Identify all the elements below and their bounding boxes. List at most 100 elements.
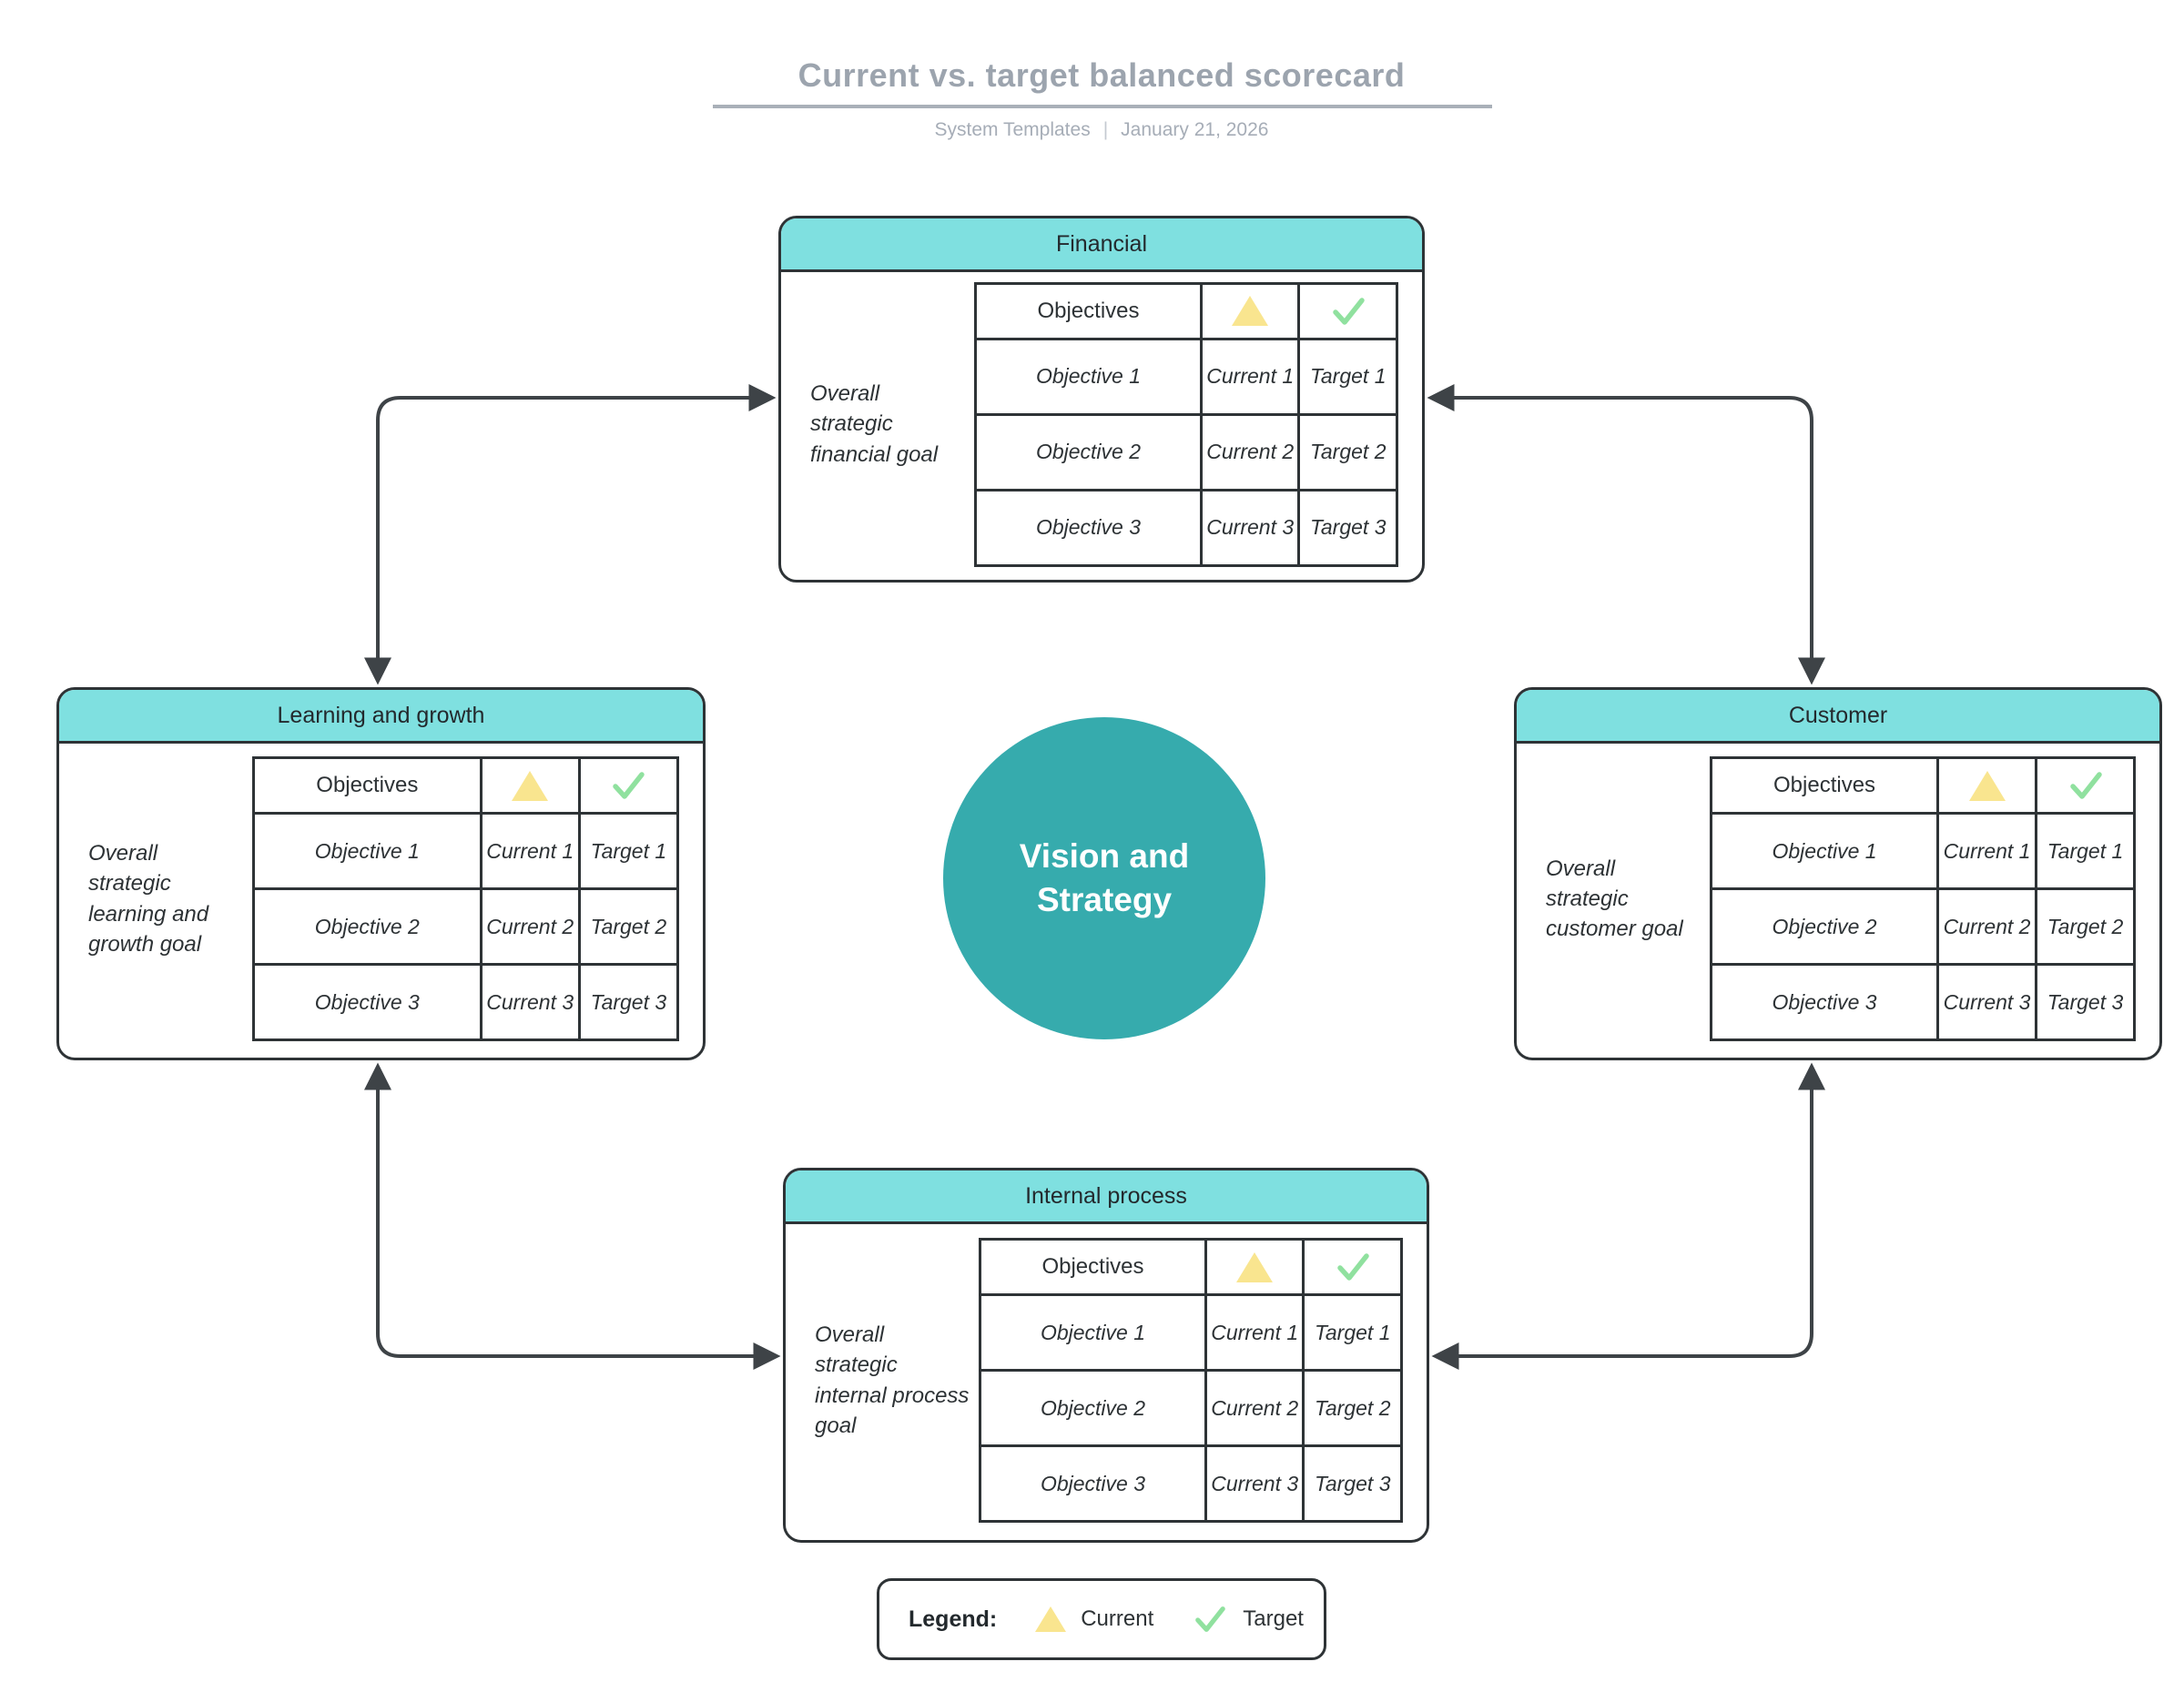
connector-customer-internal <box>1431 1062 1825 1370</box>
triangle-current-icon <box>1232 296 1269 326</box>
objective-cell: Objective 3 <box>252 963 483 1041</box>
current-cell: Current 3 <box>1199 488 1301 567</box>
panel-customer-title: Customer <box>1788 702 1888 728</box>
panel-customer-body: Overall strategic customer goal Objectiv… <box>1517 744 2159 1058</box>
objective-cell: Objective 2 <box>974 412 1203 491</box>
panel-internal-process: Internal process Overall strategic inter… <box>783 1168 1429 1543</box>
panel-customer: Customer Overall strategic customer goal… <box>1514 687 2162 1060</box>
target-cell: Target 3 <box>1297 488 1398 567</box>
table-header-row: Objectives <box>979 1238 1403 1296</box>
table-row: Objective 3 Current 3 Target 3 <box>974 488 1398 567</box>
panel-internal-body: Overall strategic internal process goal … <box>786 1224 1427 1540</box>
current-column-header <box>1204 1238 1305 1296</box>
table-row: Objective 3 Current 3 Target 3 <box>252 963 680 1041</box>
target-column-header <box>1302 1238 1403 1296</box>
target-cell: Target 3 <box>577 963 680 1041</box>
table-row: Objective 2 Current 2 Target 2 <box>974 412 1398 491</box>
panel-internal-table: Objectives Objective 1 Current 1 Target … <box>979 1238 1403 1523</box>
current-cell: Current 1 <box>479 812 581 890</box>
target-cell: Target 1 <box>2035 812 2136 890</box>
panel-financial: Financial Overall strategic financial go… <box>778 216 1425 583</box>
panel-internal-goal: Overall strategic internal process goal <box>815 1322 970 1438</box>
current-column-header <box>1199 281 1301 340</box>
objective-cell: Objective 3 <box>979 1444 1207 1523</box>
objectives-header-cell: Objectives <box>974 281 1203 340</box>
objective-cell: Objective 3 <box>974 488 1203 567</box>
current-cell: Current 3 <box>479 963 581 1041</box>
objectives-header-cell: Objectives <box>979 1238 1207 1296</box>
panel-internal-header: Internal process <box>786 1170 1427 1224</box>
title-underline <box>713 105 1492 108</box>
connector-learning-internal <box>364 1062 781 1370</box>
panel-learning-and-growth: Learning and growth Overall strategic le… <box>56 687 706 1060</box>
table-row: Objective 1 Current 1 Target 1 <box>252 812 680 890</box>
check-target-icon <box>1336 1253 1369 1281</box>
panel-learning-title: Learning and growth <box>277 702 485 728</box>
target-column-header <box>577 756 680 815</box>
objective-cell: Objective 3 <box>1709 963 1940 1041</box>
triangle-current-icon <box>512 770 549 801</box>
target-cell: Target 1 <box>577 812 680 890</box>
legend-target-label: Target <box>1243 1606 1304 1631</box>
target-column-header <box>2035 756 2136 815</box>
current-column-header <box>479 756 581 815</box>
table-row: Objective 2 Current 2 Target 2 <box>252 887 680 966</box>
triangle-current-icon <box>1968 770 2006 801</box>
table-row: Objective 1 Current 1 Target 1 <box>1709 812 2136 890</box>
legend: Legend: Current Target <box>877 1578 1326 1660</box>
current-cell: Current 1 <box>1199 337 1301 416</box>
panel-customer-goal: Overall strategic customer goal <box>1546 856 1683 942</box>
legend-item-target: Target <box>1192 1604 1304 1635</box>
connector-customer-financial <box>1427 384 1825 685</box>
triangle-current-icon <box>1035 1606 1067 1632</box>
legend-item-current: Current <box>1035 1606 1153 1632</box>
objective-cell: Objective 1 <box>252 812 483 890</box>
current-column-header <box>1936 756 2038 815</box>
current-cell: Current 2 <box>1204 1369 1305 1447</box>
legend-label: Legend: <box>909 1606 998 1632</box>
check-target-icon <box>2069 772 2102 799</box>
current-cell: Current 1 <box>1204 1293 1305 1372</box>
panel-financial-table: Objectives Objective 1 Current 1 Target … <box>974 281 1398 567</box>
target-cell: Target 2 <box>1302 1369 1403 1447</box>
target-cell: Target 3 <box>2035 963 2136 1041</box>
objective-cell: Objective 1 <box>1709 812 1940 890</box>
current-cell: Current 3 <box>1204 1444 1305 1523</box>
panel-financial-title: Financial <box>1055 230 1148 257</box>
table-row: Objective 2 Current 2 Target 2 <box>979 1369 1403 1447</box>
table-row: Objective 2 Current 2 Target 2 <box>1709 887 2136 966</box>
current-cell: Current 1 <box>1936 812 2038 890</box>
page-subtitle: System Templates|January 21, 2026 <box>628 119 1575 141</box>
check-target-icon <box>613 772 645 799</box>
connector-learning-financial <box>364 384 777 685</box>
target-cell: Target 2 <box>1297 412 1398 491</box>
table-row: Objective 3 Current 3 Target 3 <box>1709 963 2136 1041</box>
check-target-icon <box>1195 1606 1226 1632</box>
current-cell: Current 3 <box>1936 963 2038 1041</box>
target-cell: Target 3 <box>1302 1444 1403 1523</box>
objective-cell: Objective 2 <box>979 1369 1207 1447</box>
panel-customer-table: Objectives Objective 1 Current 1 Target … <box>1709 756 2136 1041</box>
table-row: Objective 3 Current 3 Target 3 <box>979 1444 1403 1523</box>
objective-cell: Objective 2 <box>252 887 483 966</box>
subtitle-separator: | <box>1102 119 1109 140</box>
panel-learning-header: Learning and growth <box>59 690 703 744</box>
objectives-header-cell: Objectives <box>1709 756 1940 815</box>
vision-circle-label: Vision and Strategy <box>1019 836 1190 918</box>
table-header-row: Objectives <box>974 281 1398 340</box>
check-target-icon <box>1332 297 1365 325</box>
panel-financial-goal: Overall strategic financial goal <box>810 381 939 467</box>
panel-financial-header: Financial <box>781 218 1422 272</box>
current-cell: Current 2 <box>1936 887 2038 966</box>
current-cell: Current 2 <box>1199 412 1301 491</box>
page-title: Current vs. target balanced scorecard <box>797 56 1406 94</box>
objectives-header-cell: Objectives <box>252 756 483 815</box>
panel-financial-body: Overall strategic financial goal Objecti… <box>781 272 1422 580</box>
table-row: Objective 1 Current 1 Target 1 <box>974 337 1398 416</box>
table-row: Objective 1 Current 1 Target 1 <box>979 1293 1403 1372</box>
legend-current-label: Current <box>1081 1606 1154 1631</box>
objective-cell: Objective 2 <box>1709 887 1940 966</box>
target-cell: Target 1 <box>1302 1293 1403 1372</box>
table-header-row: Objectives <box>1709 756 2136 815</box>
